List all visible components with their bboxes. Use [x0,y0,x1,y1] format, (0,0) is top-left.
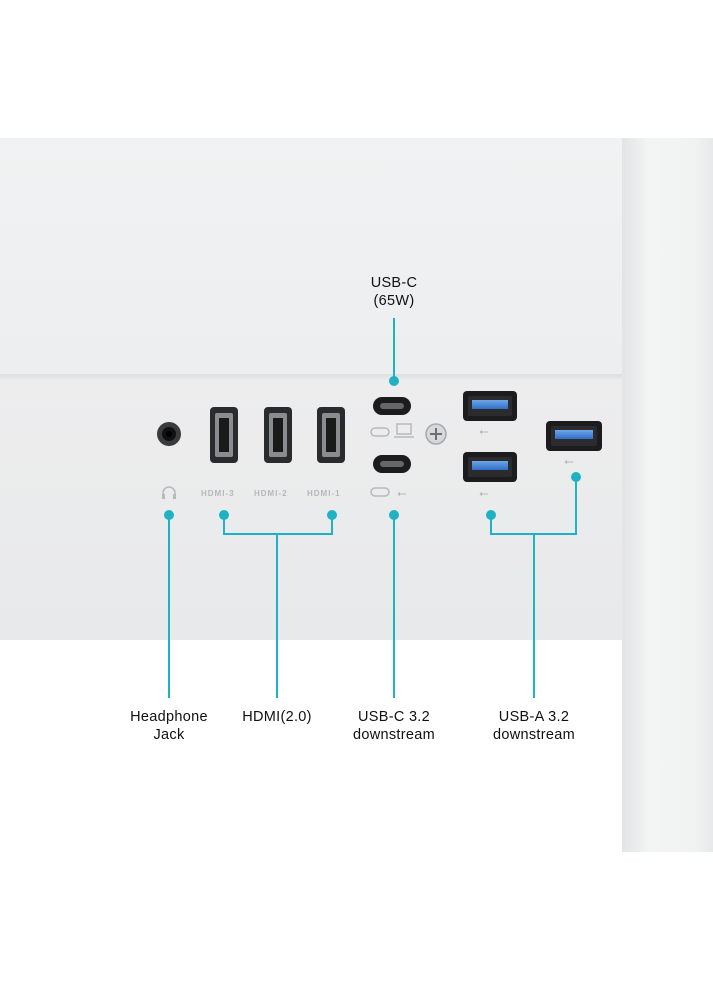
callout-line-2: downstream [493,727,575,743]
hdmi-port-2 [264,407,292,463]
callout-lines [168,318,577,698]
hdmi-port-3 [210,407,238,463]
callout-hdmi: HDMI(2.0) [222,708,332,726]
callout-line-1: HDMI(2.0) [242,709,312,725]
usb-icon: ⭠ [479,424,489,438]
hdmi-port-1 [317,407,345,463]
callout-line-2: (65W) [373,293,415,309]
callout-headphone-jack: Headphone Jack [114,708,224,744]
hdmi-3-label: HDMI-3 [201,489,235,498]
usb-icon: ⭠ [564,454,574,468]
monitor-io-panel [0,384,622,640]
callout-usb-a-downstream: USB-A 3.2 downstream [479,708,589,744]
headphone-jack-port [157,422,181,446]
laptop-icon [394,423,414,438]
callout-line-2: Jack [153,727,185,743]
callout-line-1: USB-C [370,275,418,291]
usb-c-downstream-port [373,455,411,473]
usb-a-port-right [546,421,602,451]
screw-icon [425,423,447,445]
monitor-stand [622,138,713,852]
callout-line-1: USB-C 3.2 [358,709,430,725]
usb-icon: ⭠ [479,486,489,500]
usb-icon: ⭠ [397,486,407,500]
hdmi-2-label: HDMI-2 [254,489,288,498]
monitor-front-panel [0,138,622,376]
usb-a-port-bottom-left [463,452,517,482]
usb-a-port-top-left [463,391,517,421]
headphone-icon [162,486,176,499]
callout-dots [164,376,581,520]
callout-line-1: USB-A 3.2 [498,709,570,725]
callout-usb-c-power: USB-C (65W) [344,274,444,310]
callout-line-1: Headphone [130,709,208,725]
hdmi-1-label: HDMI-1 [307,489,341,498]
usb-c-power-port [373,397,411,415]
panel-seam [0,374,622,386]
callout-usb-c-downstream: USB-C 3.2 downstream [339,708,449,744]
callout-line-2: downstream [353,727,435,743]
usb-c-symbol-icon [370,427,390,497]
